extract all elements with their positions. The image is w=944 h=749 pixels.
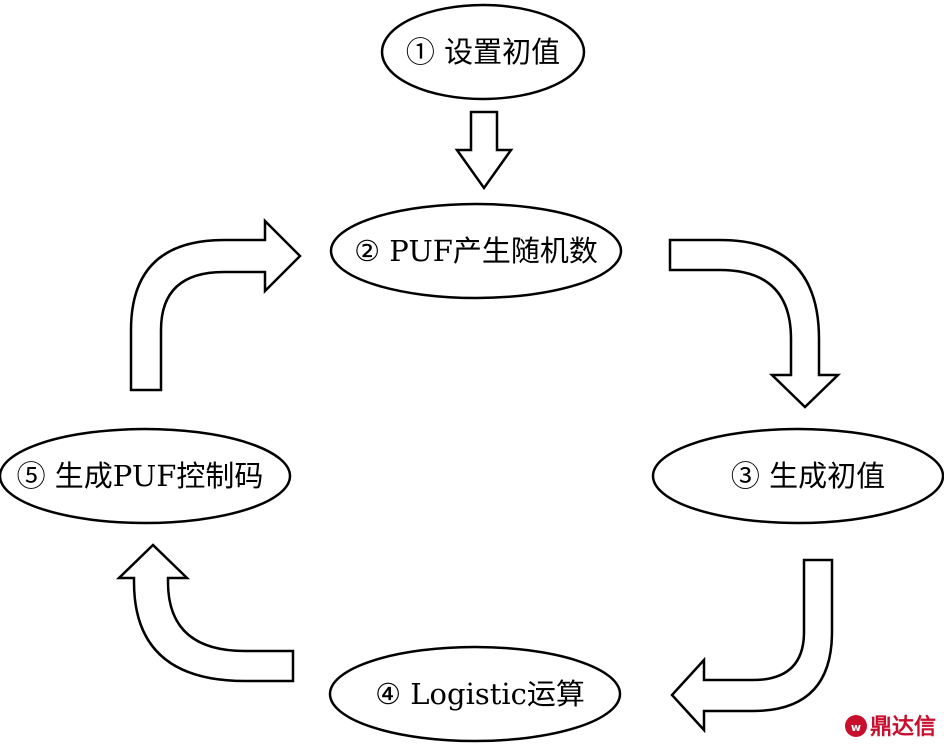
watermark-logo: w 鼎达信 [845,714,936,740]
arrow-curved-down-left-icon [670,558,834,734]
node-set-initial: ① 设置初值 [380,3,586,101]
node-set-initial-label: ① 设置初值 [406,35,560,69]
node-puf-random-label: ② PUF产生随机数 [354,234,598,268]
watermark-text: 鼎达信 [870,714,936,740]
node-logistic: ④ Logistic运算 [328,645,622,743]
arrow-curved-left-up-icon [115,543,295,683]
arrow-curved-up-right-icon [129,217,302,392]
watermark-logo-icon [845,715,867,737]
node-gen-control: ⑤ 生成PUF控制码 [0,427,292,525]
node-gen-initial: ③ 生成初值 [651,427,944,525]
node-gen-control-label: ⑤ 生成PUF控制码 [17,459,264,493]
node-logistic-label: ④ Logistic运算 [375,677,585,711]
arrow-curved-right-down-icon [668,238,842,409]
node-gen-initial-label: ③ 生成初值 [731,459,885,493]
node-puf-random: ② PUF产生随机数 [329,202,623,300]
svg-text:w: w [851,721,861,734]
arrow-down-icon [454,110,514,191]
